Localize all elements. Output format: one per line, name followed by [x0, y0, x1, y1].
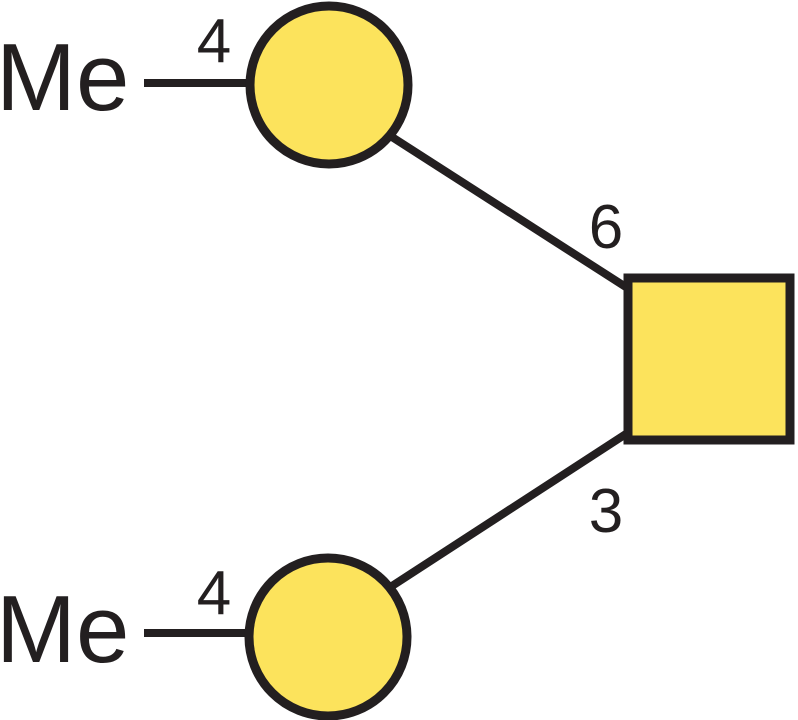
residue-core-square[interactable]: [623, 273, 795, 445]
linkage-label-upper-core: 6: [589, 193, 623, 262]
bond-upper-circle-to-square: [389, 133, 635, 295]
linkage-label-lower-core: 3: [589, 477, 623, 546]
residue-upper-circle[interactable]: [245, 1, 413, 169]
bond-lower-circle-to-square: [389, 426, 635, 590]
linkage-label-lower-methyl: 4: [197, 559, 231, 628]
aglycone-label-upper: Me: [0, 24, 129, 131]
aglycone-label-lower: Me: [0, 576, 129, 683]
residue-lower-circle[interactable]: [244, 553, 412, 720]
linkage-label-upper-methyl: 4: [197, 7, 231, 76]
